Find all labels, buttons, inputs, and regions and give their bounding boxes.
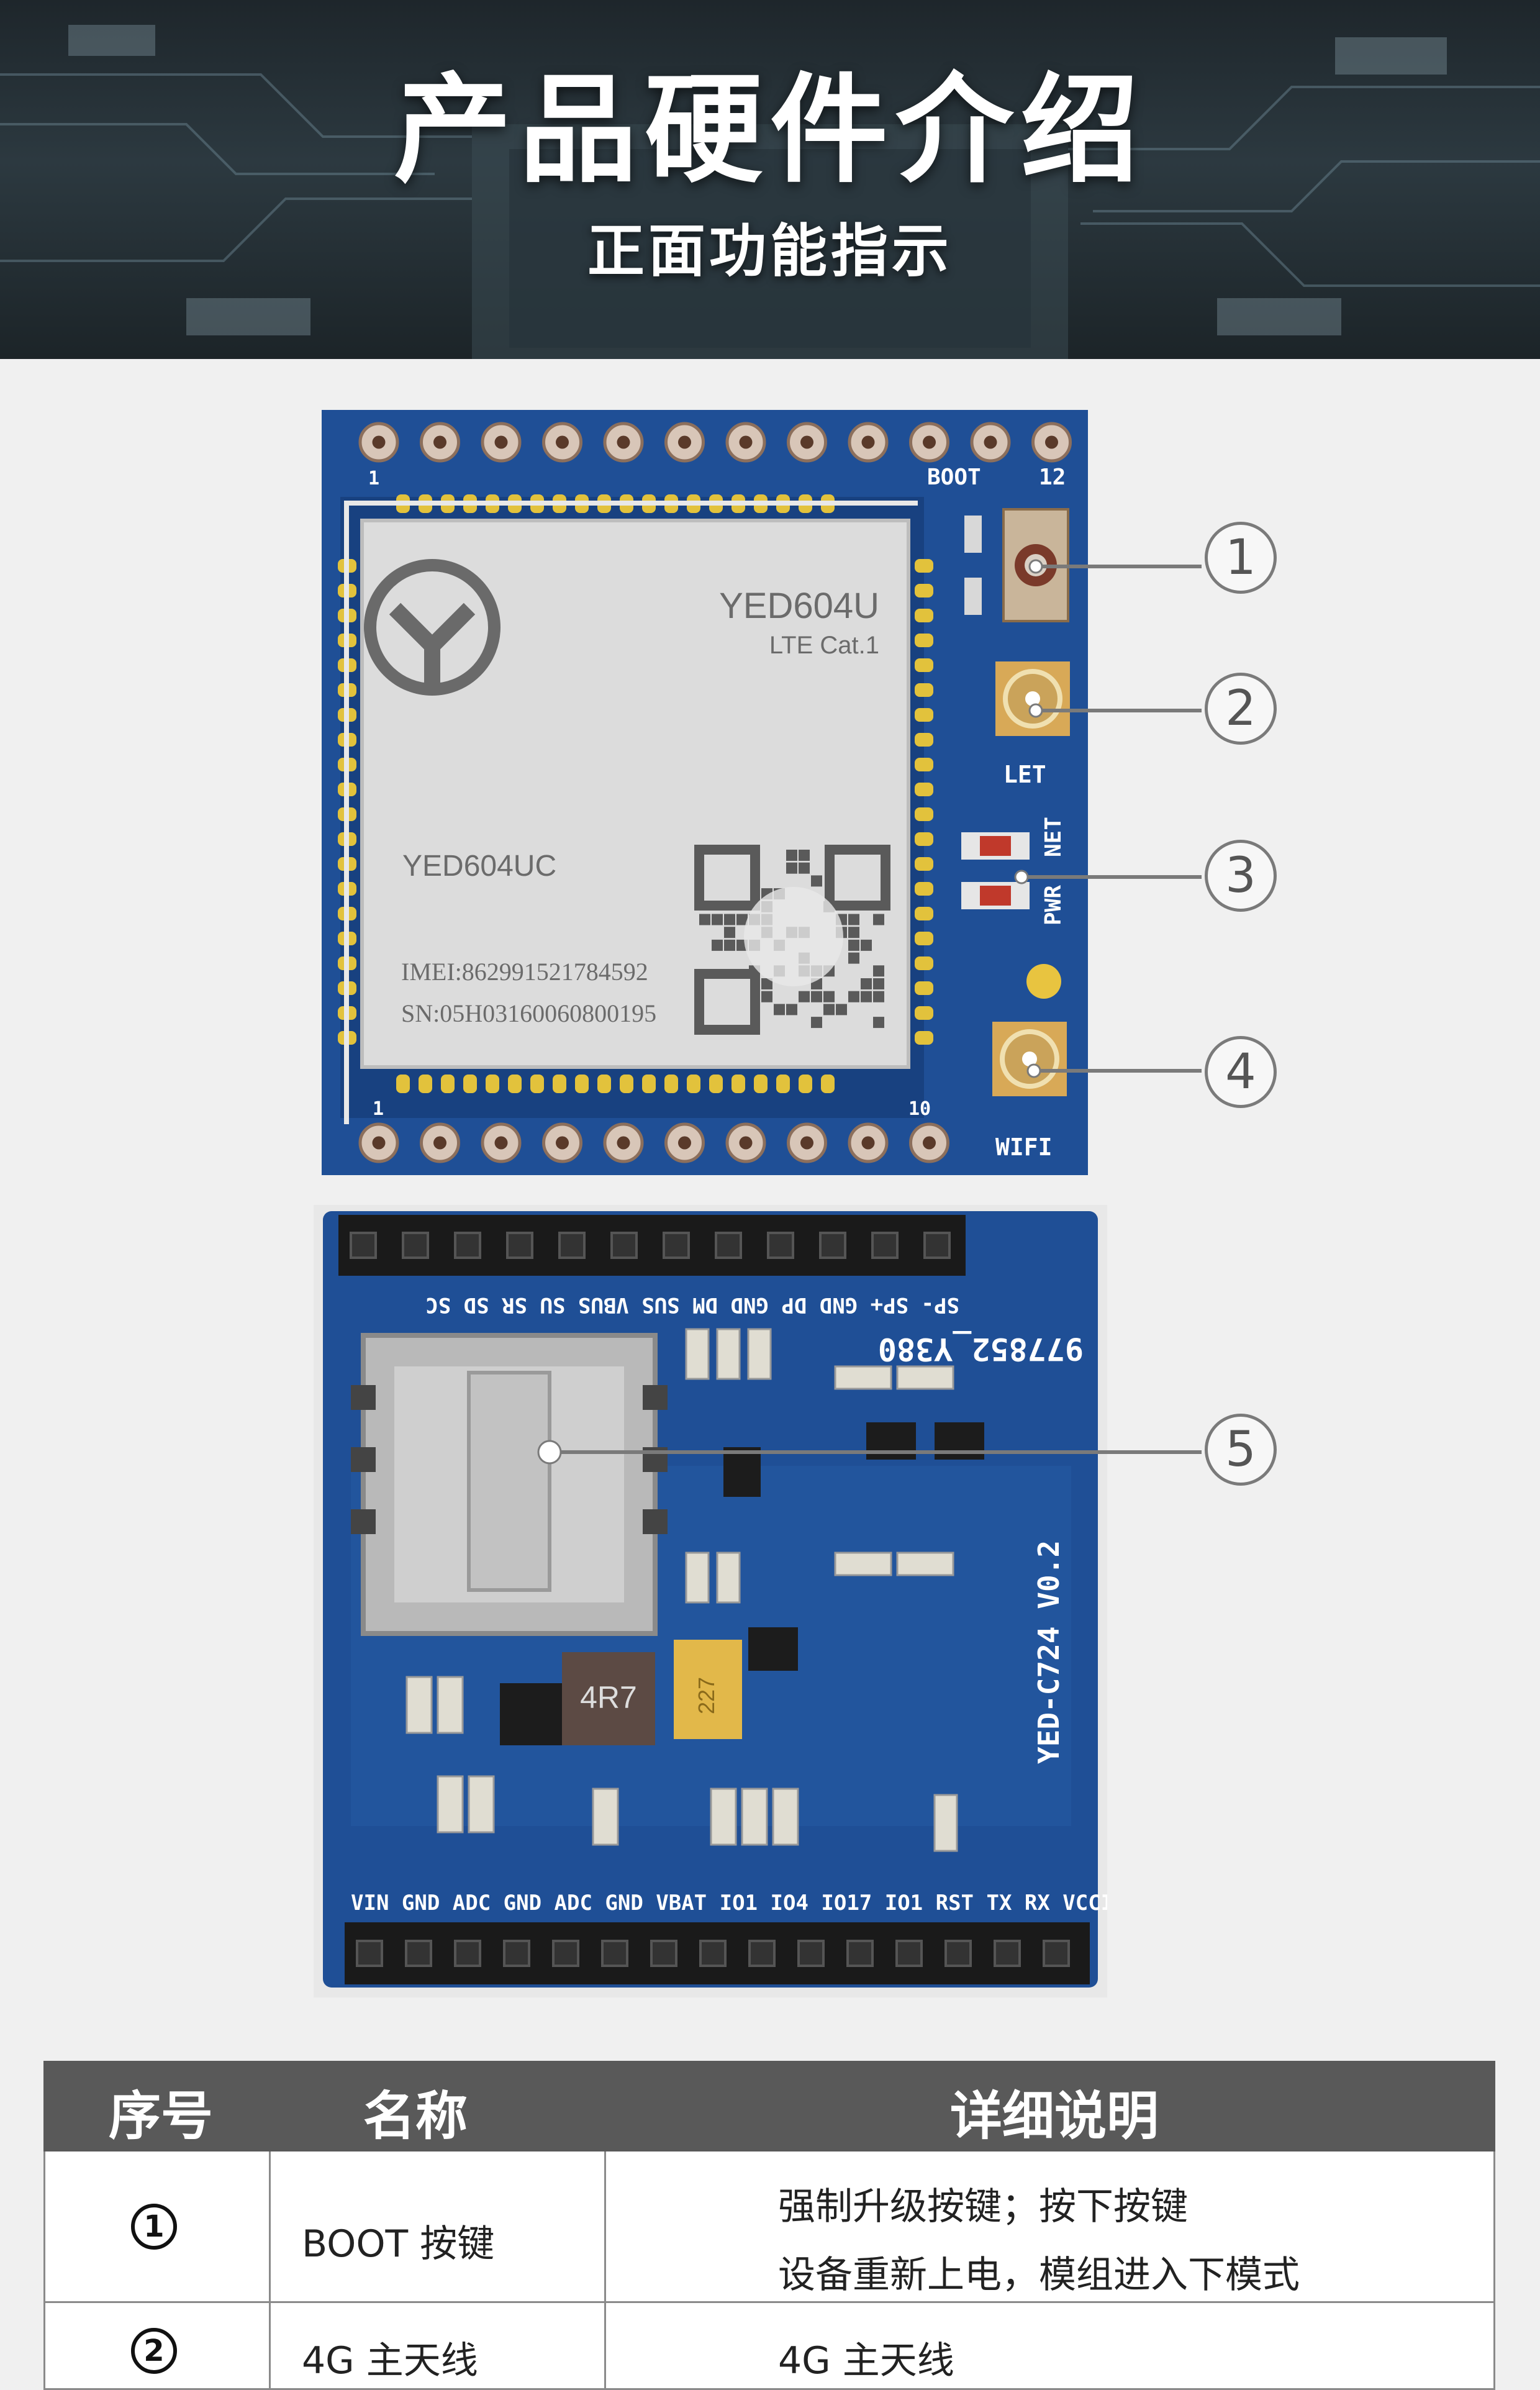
tantalum-capacitor: 227 — [674, 1640, 742, 1739]
row-index: 2 — [131, 2328, 177, 2374]
silk-boot: BOOT — [927, 465, 981, 490]
silk-1-top: 1 — [368, 468, 379, 489]
row-name: BOOT 按键 — [302, 2222, 495, 2266]
row-desc-line1: 4G 主天线 — [778, 2339, 954, 2383]
circuit-background — [0, 25, 1540, 359]
module-shield — [360, 519, 910, 1069]
header-banner: 产品硬件介绍 正面功能指示 — [0, 0, 1540, 359]
top-board: YED604U LTE Cat.1 YED604UC IMEI:86299152… — [322, 410, 1088, 1175]
silk-wifi: WIFI — [995, 1134, 1053, 1161]
smd-components — [405, 1328, 958, 1852]
module-imei: IMEI:862991521784592 — [401, 958, 648, 986]
sim-card-holder — [351, 1333, 668, 1636]
module-model: YED604U — [719, 586, 879, 626]
page-title: 产品硬件介绍 — [393, 61, 1146, 199]
silk-pwr: PWR — [1041, 885, 1066, 925]
row-desc-line1: 强制升级按键；按下按键 — [778, 2185, 1188, 2229]
module-sn: SN:05H03160060800195 — [401, 999, 656, 1027]
table-row: 2 4G 主天线 4G 主天线 — [43, 2303, 1495, 2390]
svg-text:227: 227 — [694, 1677, 719, 1714]
silk-top-pins: SP- SP+ GND DP GND DM SUS VBUS SU SR SD … — [425, 1293, 959, 1317]
row-desc-line2: 设备重新上电，模组进入下模式 — [778, 2253, 1300, 2297]
module-part: YED604UC — [402, 850, 556, 883]
header-index: 序号 — [109, 2086, 214, 2147]
inductor: 4R7 — [562, 1652, 655, 1745]
wifi-antenna-connector — [992, 1022, 1067, 1096]
silk-12: 12 — [1039, 465, 1066, 490]
header-pins-bottom — [358, 1122, 949, 1163]
row-index: 1 — [131, 2204, 177, 2250]
callout-5: 5 — [1205, 1414, 1277, 1486]
svg-text:4R7: 4R7 — [580, 1680, 637, 1715]
callout-1: 1 — [1205, 522, 1277, 594]
table-row: 1 BOOT 按键 强制升级按键；按下按键 设备重新上电，模组进入下模式 — [43, 2151, 1495, 2303]
silk-bottom-pins: VIN GND ADC GND ADC GND VBAT IO1 IO4 IO1… — [351, 1891, 1107, 1915]
page-subtitle: 正面功能指示 — [587, 218, 953, 284]
silk-let: LET — [1003, 761, 1046, 788]
module-type: LTE Cat.1 — [769, 632, 879, 659]
qr-code — [694, 845, 890, 1035]
boot-button[interactable] — [1002, 508, 1069, 622]
silk-net: NET — [1041, 817, 1066, 857]
silk-code: 977852_Y380 — [878, 1331, 1084, 1367]
silk-10: 10 — [908, 1098, 931, 1120]
status-leds — [961, 832, 1030, 909]
callout-4: 4 — [1205, 1036, 1277, 1108]
yed-logo-icon — [364, 559, 500, 696]
silk-version: YED-C724 V0.2 — [1032, 1540, 1066, 1764]
pin-header-top — [338, 1215, 966, 1276]
table-header: 序号 名称 详细说明 — [43, 2061, 1495, 2151]
header-name: 名称 — [363, 2086, 468, 2147]
callout-2: 2 — [1205, 673, 1277, 745]
bottom-board: SP- SP+ GND DP GND DM SUS VBUS SU SR SD … — [314, 1205, 1107, 1997]
lte-antenna-connector — [995, 661, 1070, 736]
test-pad — [1026, 964, 1061, 999]
row-name: 4G 主天线 — [302, 2339, 478, 2383]
callout-3: 3 — [1205, 840, 1277, 912]
header-description: 详细说明 — [950, 2086, 1159, 2147]
silk-1-bottom: 1 — [373, 1098, 384, 1120]
header-pins-top — [358, 422, 1072, 463]
